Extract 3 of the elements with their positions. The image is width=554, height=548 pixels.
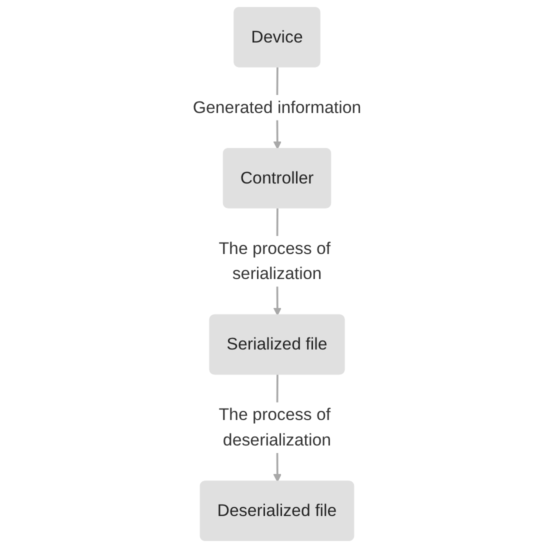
edge-label: Generated information — [192, 98, 362, 117]
edge-label: The process of deserialization — [218, 405, 332, 450]
edge-label: The process of serialization — [218, 238, 331, 283]
